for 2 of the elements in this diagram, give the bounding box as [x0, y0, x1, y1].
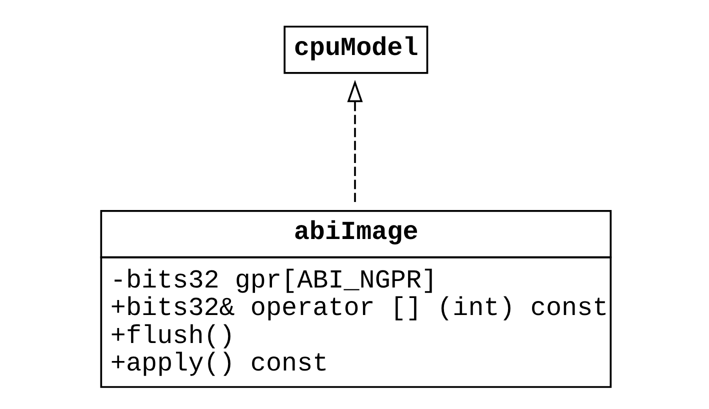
node-box: cpuModel [283, 26, 428, 74]
arrow [346, 80, 362, 202]
